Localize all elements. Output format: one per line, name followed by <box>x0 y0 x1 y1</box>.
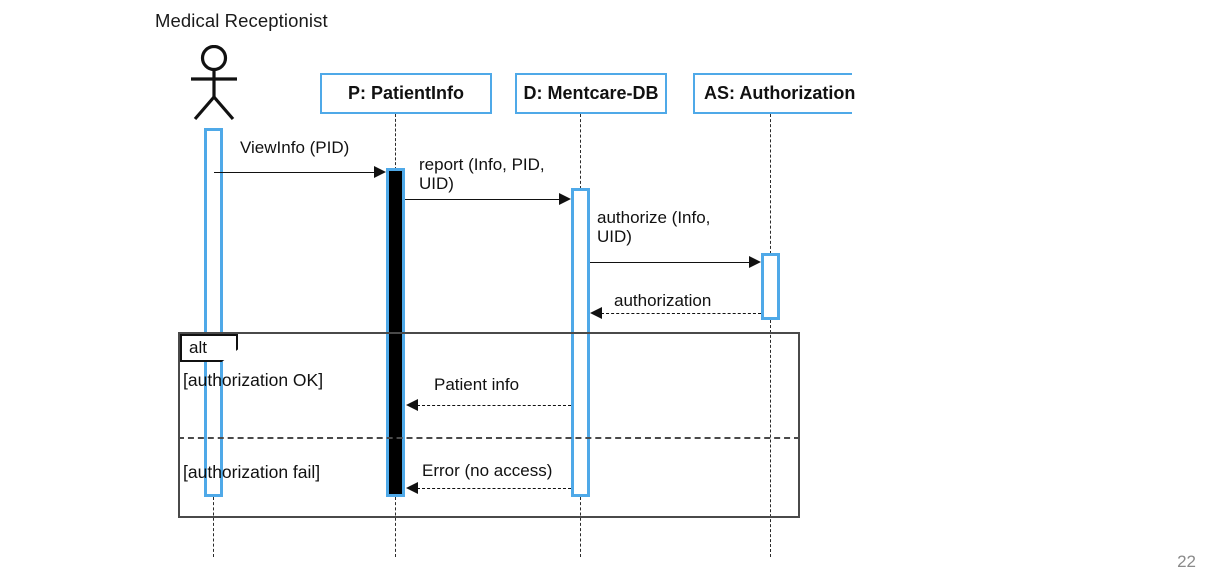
lifeline-header-mentcare-db[interactable]: D: Mentcare-DB <box>515 73 667 114</box>
message-label-authorization-return: authorization <box>614 291 712 310</box>
lifeline-stem-patientinfo-bottom <box>395 497 396 557</box>
lifeline-stem-mentcare-db-top <box>580 114 581 189</box>
guard-condition-authorization-fail: [authorization fail] <box>183 462 321 482</box>
combined-fragment-divider <box>178 437 800 439</box>
combined-fragment-alt <box>178 332 800 518</box>
message-arrowhead-patient-info <box>406 399 418 411</box>
message-label-error-no-access: Error (no access) <box>422 461 553 480</box>
lifeline-header-authorization[interactable]: AS: Authorization <box>693 73 855 114</box>
message-line-authorization-return[interactable] <box>601 313 761 314</box>
message-arrowhead-report <box>559 193 571 205</box>
message-label-report: report (Info, PID, UID) <box>419 155 545 194</box>
actor-label: Medical Receptionist <box>155 10 328 31</box>
lifeline-stem-actor <box>213 497 214 557</box>
message-line-report[interactable] <box>405 199 561 200</box>
message-arrowhead-viewinfo <box>374 166 386 178</box>
activation-bar-authorization <box>761 253 780 320</box>
message-line-authorize[interactable] <box>590 262 751 263</box>
lifeline-header-patientinfo[interactable]: P: PatientInfo <box>320 73 492 114</box>
combined-fragment-operator-tab: alt <box>180 334 238 362</box>
message-label-patient-info: Patient info <box>434 375 520 394</box>
message-arrowhead-authorization-return <box>590 307 602 319</box>
lifeline-stem-mentcare-db-bottom <box>580 497 581 557</box>
message-arrowhead-error-no-access <box>406 482 418 494</box>
actor-stick-figure-icon <box>183 44 245 123</box>
message-label-viewinfo: ViewInfo (PID) <box>240 138 350 157</box>
guard-condition-authorization-ok: [authorization OK] <box>183 370 324 390</box>
message-line-error-no-access[interactable] <box>417 488 571 489</box>
lifeline-stem-authorization-top <box>770 114 771 254</box>
lifeline-stem-patientinfo-top <box>395 114 396 170</box>
message-label-authorize: authorize (Info, UID) <box>597 208 711 247</box>
activation-bar-mentcare-db <box>571 188 590 497</box>
message-line-patient-info[interactable] <box>417 405 571 406</box>
activation-bar-actor <box>204 128 223 497</box>
page-number: 22 <box>1177 552 1196 571</box>
message-arrowhead-authorize <box>749 256 761 268</box>
message-line-viewinfo[interactable] <box>214 172 376 173</box>
